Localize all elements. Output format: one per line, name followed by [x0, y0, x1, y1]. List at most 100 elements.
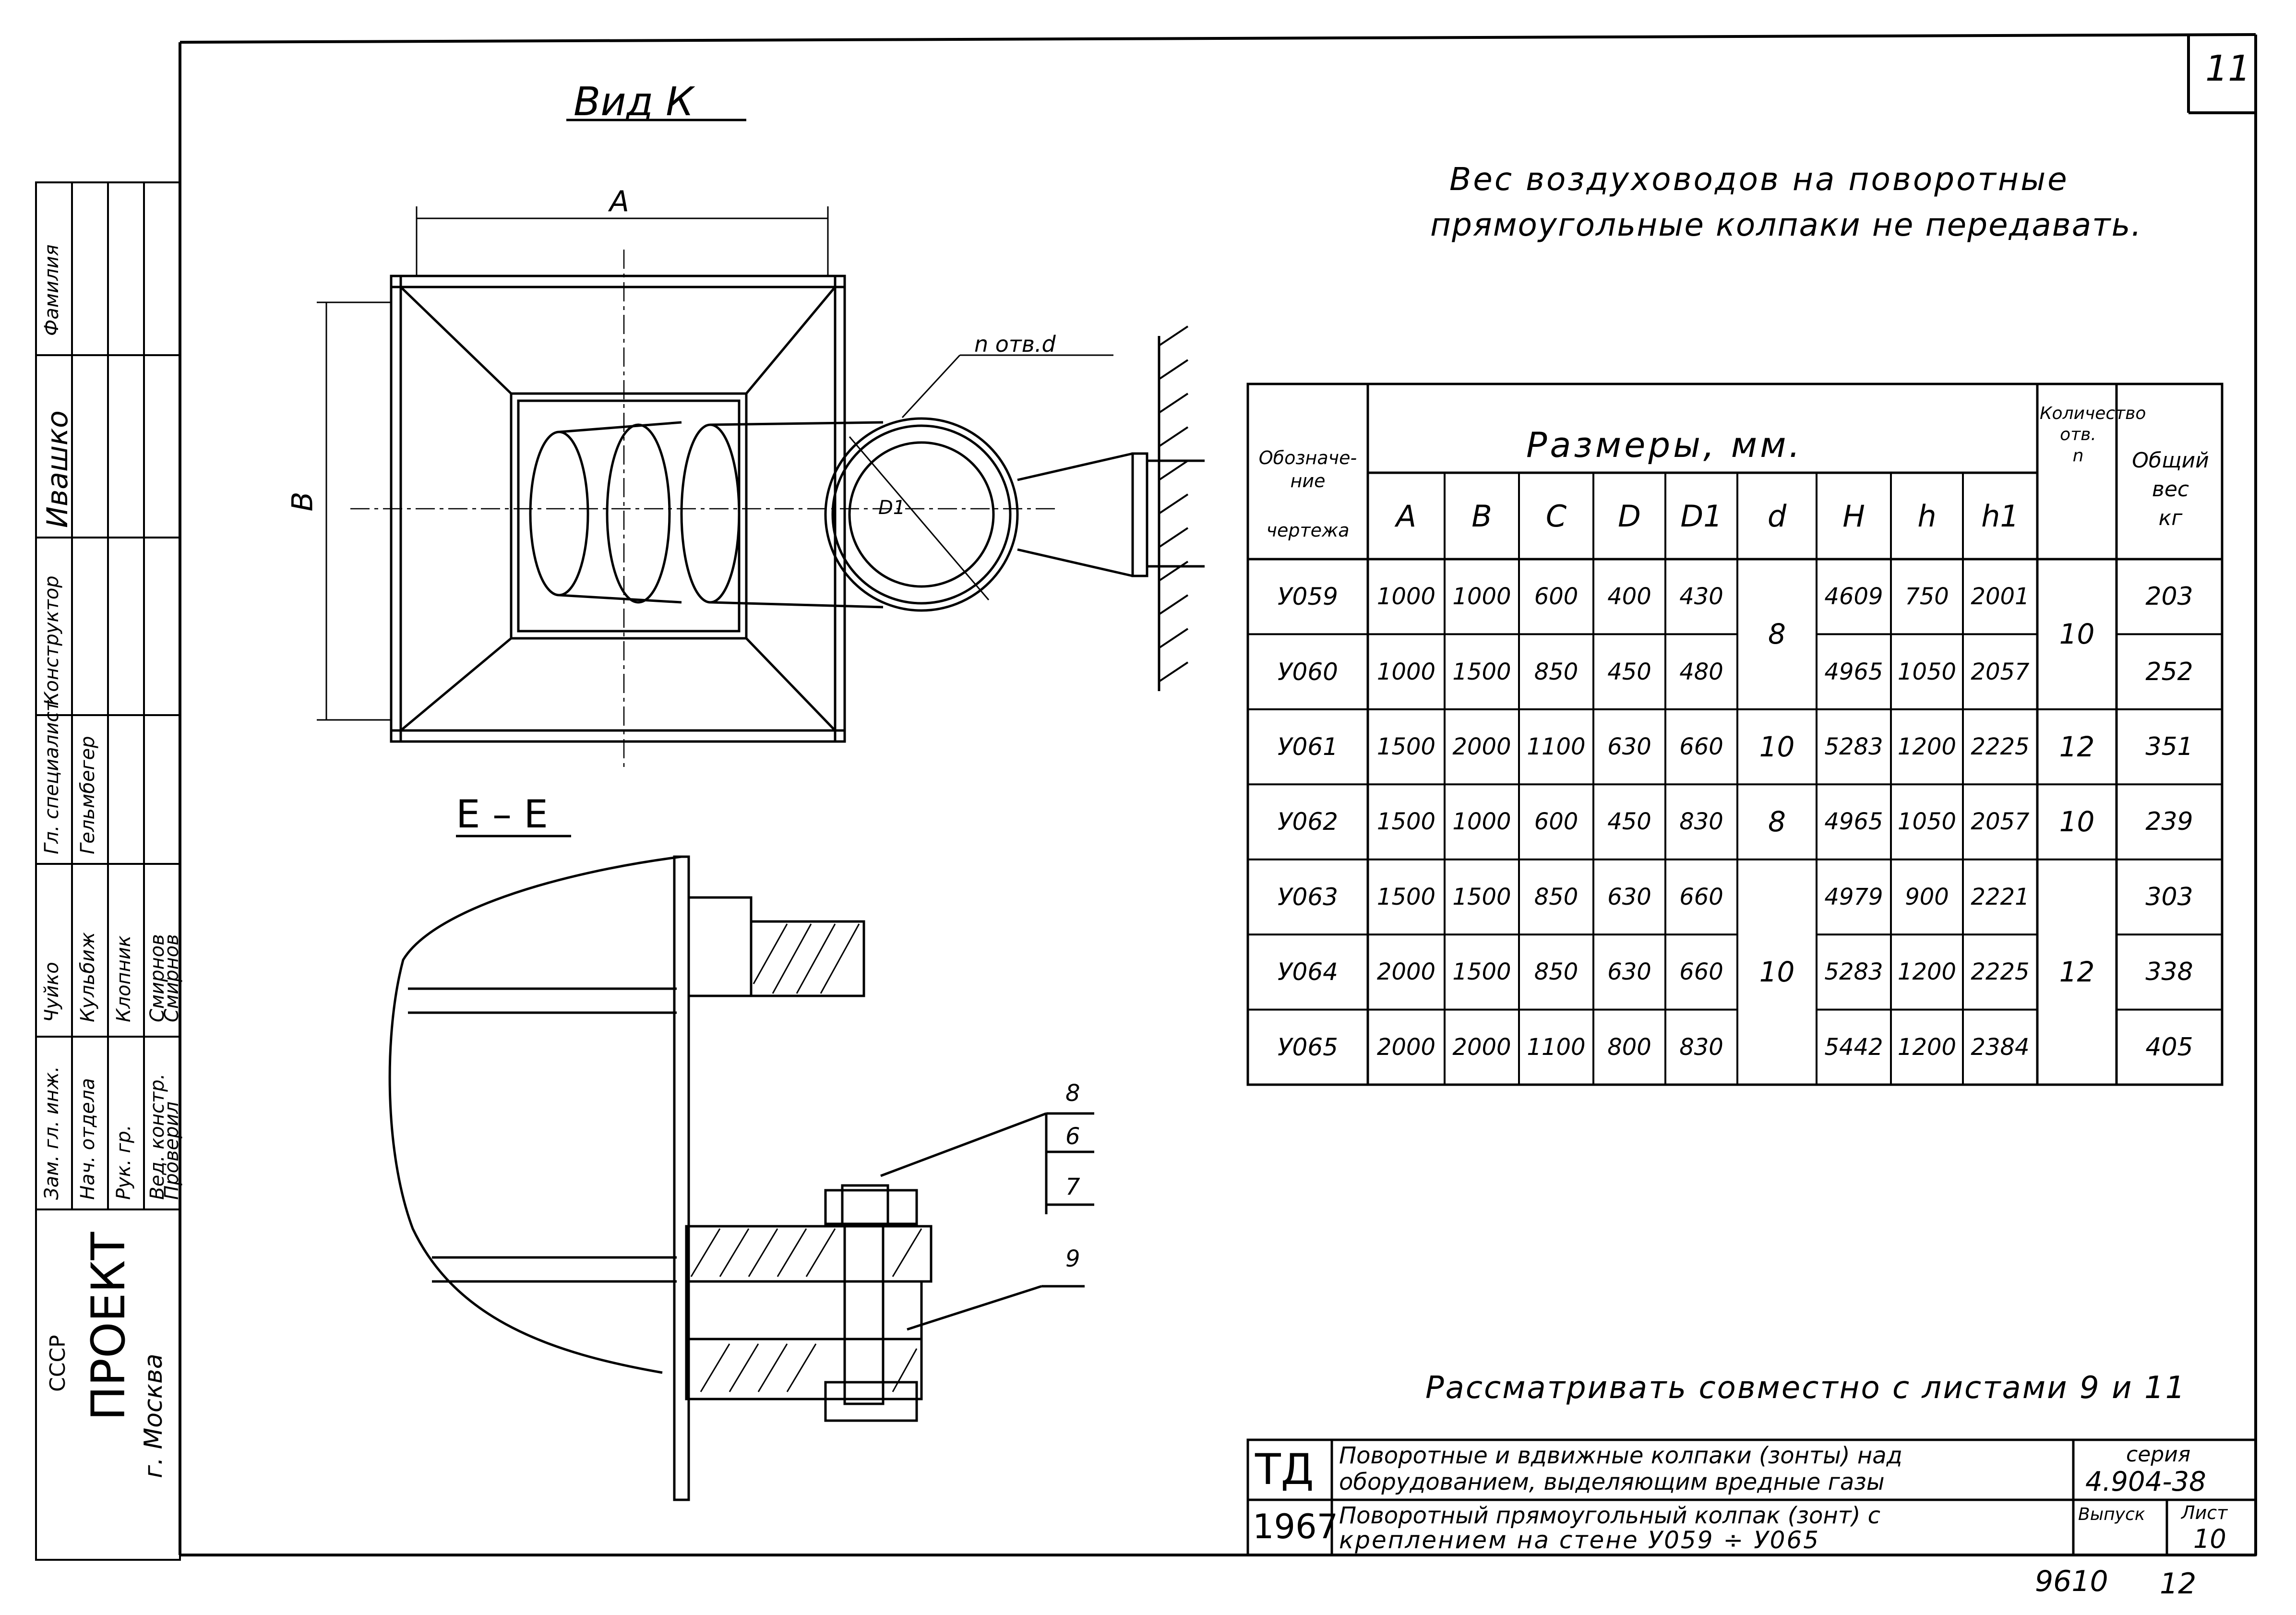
- hole-count-label: n отв.d: [974, 331, 1056, 357]
- table-grid: [1246, 383, 2224, 1086]
- section-hatching: [690, 923, 922, 1392]
- table-cell: 450: [1607, 658, 1651, 685]
- stamp-name-3: Клопник: [113, 935, 135, 1022]
- callout-7: 7: [1065, 1173, 1080, 1200]
- table-cell-weight: 239: [2145, 807, 2193, 837]
- table-cell: 1100: [1527, 1033, 1586, 1061]
- table-cell: 2001: [1971, 583, 2030, 610]
- title-underlines: [456, 119, 746, 837]
- dimension-lines: [317, 206, 1113, 721]
- stamp-top-name-2: Ивашко: [41, 410, 74, 528]
- col-weight-line3: кг: [2158, 506, 2183, 530]
- stamp-name-5: Смирнов: [161, 934, 183, 1022]
- table-cell: 850: [1534, 658, 1578, 685]
- col-count-header: Количество отв. n: [2040, 403, 2146, 467]
- col-weight-line1: Общий: [2132, 448, 2209, 473]
- table-cell-hole-diameter: 10: [1759, 730, 1795, 764]
- center-lines: [350, 250, 1056, 768]
- dimension-d1-label: D1: [878, 497, 906, 519]
- col-designation-line1: Обозначе-: [1258, 447, 1357, 468]
- table-cell: 1200: [1897, 733, 1957, 761]
- table-cell: 1050: [1897, 808, 1957, 836]
- table-cell: 600: [1534, 583, 1578, 610]
- table-cell: 630: [1607, 958, 1651, 986]
- table-cell: 660: [1679, 883, 1723, 910]
- callout-9: 9: [1065, 1245, 1080, 1272]
- table-cell: 400: [1607, 583, 1651, 610]
- table-cell: 2221: [1971, 883, 2030, 910]
- table-cell: 2057: [1971, 808, 2030, 836]
- table-cell-weight: 351: [2145, 732, 2193, 762]
- table-cell-hole-diameter: 10: [1759, 956, 1795, 989]
- stamp-org-name: ПРОЕКТ: [82, 1232, 135, 1421]
- table-cell-hole-count: 10: [2059, 618, 2095, 651]
- table-cell-designation: У062: [1278, 808, 1338, 836]
- table-cell: 850: [1534, 958, 1578, 986]
- weight-note-line2: прямоугольные колпаки не передавать.: [1430, 206, 2142, 243]
- title-block-year: 1967: [1253, 1507, 1339, 1546]
- table-cell: 630: [1607, 733, 1651, 761]
- issue-label: Выпуск: [2078, 1505, 2145, 1524]
- table-cell: 5442: [1824, 1033, 1883, 1061]
- table-cell: 1000: [1376, 658, 1436, 685]
- table-cell: 2384: [1971, 1033, 2030, 1061]
- table-subheader: A: [1396, 498, 1417, 534]
- sheet-value: 10: [2193, 1524, 2226, 1554]
- table-subheader: h: [1917, 498, 1937, 534]
- callout-6: 6: [1065, 1123, 1080, 1150]
- see-together-note: Рассматривать совместно с листами 9 и 11: [1425, 1370, 2187, 1406]
- stamp-role-1: Зам. гл. инж.: [41, 1066, 63, 1200]
- stamp-role-5: Проверил: [161, 1101, 183, 1200]
- col-count-line3: n: [2072, 446, 2084, 466]
- table-cell: 1050: [1897, 658, 1957, 685]
- table-cell: 1200: [1897, 958, 1957, 986]
- table-cell: 4965: [1824, 658, 1883, 685]
- table-subheader: D1: [1680, 498, 1722, 534]
- col-designation-header: Обозначе- ние чертежа: [1250, 446, 1365, 542]
- dimension-b-label: B: [286, 491, 320, 512]
- stamp-top-role-3: Фамилия: [41, 244, 63, 336]
- table-cell-designation: У061: [1278, 733, 1338, 761]
- stamp-top-name-1: Гельмбегер: [77, 736, 99, 854]
- table-cell: 900: [1905, 883, 1949, 910]
- stamp-ussr: СССР: [46, 1335, 70, 1392]
- table-cell-hole-count: 10: [2059, 805, 2095, 838]
- table-cell-designation: У065: [1278, 1033, 1338, 1061]
- stamp-top-role-1: Гл. специалист: [41, 700, 63, 854]
- table-cell: 750: [1905, 583, 1949, 610]
- table-subheader: h1: [1981, 498, 2019, 534]
- table-cell: 800: [1607, 1033, 1651, 1061]
- table-cell: 1000: [1376, 583, 1436, 610]
- view-k-title: Вид К: [574, 79, 694, 125]
- table-cell-designation: У064: [1278, 958, 1338, 986]
- table-cell: 2225: [1971, 733, 2030, 761]
- table-cell: 2000: [1376, 958, 1436, 986]
- table-cell: 1000: [1452, 808, 1511, 836]
- col-weight-header: Общий вес кг: [2119, 446, 2222, 533]
- title-block-grid: [1246, 1438, 2257, 1556]
- table-cell: 4979: [1824, 883, 1883, 910]
- col-designation-line2: ние: [1290, 470, 1326, 491]
- sheet-label: Лист: [2181, 1502, 2228, 1523]
- title-block-code: ТД: [1255, 1445, 1314, 1494]
- wall-hatching: [1158, 325, 1189, 682]
- table-cell: 2000: [1376, 1033, 1436, 1061]
- sheet-number: 11: [2205, 48, 2251, 89]
- table-cell: 660: [1679, 733, 1723, 761]
- table-cell: 1500: [1376, 733, 1436, 761]
- table-cell-designation: У063: [1278, 883, 1338, 911]
- table-lines: [1248, 473, 2222, 1085]
- table-cell-weight: 252: [2145, 657, 2193, 686]
- table-subheader: H: [1842, 498, 1865, 534]
- table-cell: 430: [1679, 583, 1723, 610]
- table-cell-weight: 405: [2145, 1032, 2193, 1062]
- table-cell-hole-diameter: 8: [1768, 805, 1786, 838]
- stamp-city: г. Москва: [139, 1353, 168, 1478]
- table-cell: 600: [1534, 808, 1578, 836]
- view-k-drawing: [390, 275, 1205, 743]
- dimension-a-label: A: [610, 185, 630, 218]
- table-cell: 4965: [1824, 808, 1883, 836]
- table-cell: 830: [1679, 1033, 1723, 1061]
- subtitle-line1: Поворотный прямоугольный колпак (зонт) с: [1339, 1502, 1881, 1529]
- table-cell: 450: [1607, 808, 1651, 836]
